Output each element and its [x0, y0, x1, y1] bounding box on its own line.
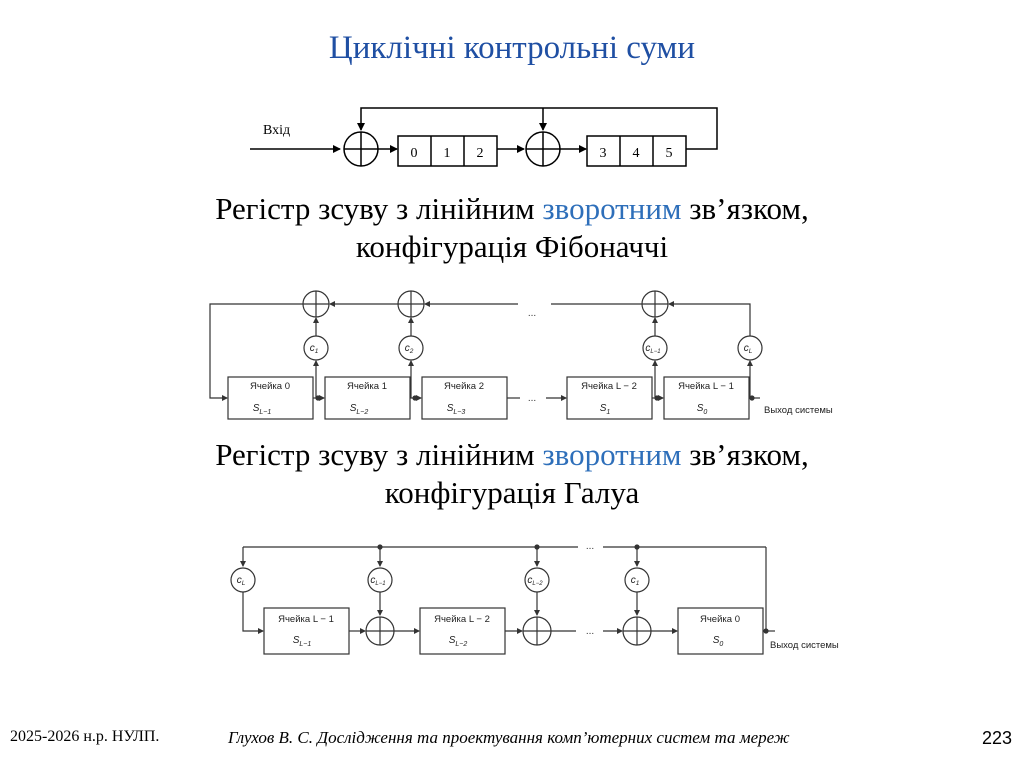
fib-coef-cl-label: cL	[744, 343, 753, 355]
fib-cell-lm1-name: Ячейка L − 1	[678, 381, 734, 392]
fib-cell-lm1-state: S0	[697, 403, 708, 416]
feedback-line	[357, 107, 718, 150]
fib-ellipsis-top: ...	[528, 308, 536, 319]
fib-cell-lm2-state: S1	[600, 403, 611, 416]
gal-cell-0-name: Ячейка 0	[700, 614, 740, 625]
fib-coef-c2-label: c2	[405, 343, 414, 355]
caption-galois: Регістр зсуву з лінійним зворотним зв’яз…	[0, 436, 1024, 512]
caption-text: зв’язком,	[681, 437, 809, 472]
caption-text: Регістр зсуву з лінійним	[215, 191, 543, 226]
register-cell-1: 1	[444, 146, 451, 161]
input-label: Вхід	[263, 123, 290, 138]
fib-cell-1-state: SL−2	[350, 403, 369, 416]
slide-title: Циклічні контрольні суми	[328, 30, 696, 66]
junction-dot	[534, 544, 540, 550]
lfsr-simple-diagram: Вхід 0 1 2 3 4 5	[250, 107, 718, 167]
gal-cell-lm2-state: SL−2	[449, 635, 468, 648]
fib-feedback-right	[668, 301, 751, 336]
fib-coef-c1-label: c1	[310, 343, 319, 355]
gal-cell-lm1-name: Ячейка L − 1	[278, 614, 334, 625]
caption-text: зв’язком,	[681, 191, 809, 226]
caption-text: Регістр зсуву з лінійним	[215, 437, 543, 472]
fib-feedback-left	[209, 303, 303, 401]
register-cell-4: 4	[633, 146, 640, 161]
register-cell-5: 5	[666, 146, 673, 161]
gal-ellipsis-bottom: ...	[586, 626, 594, 637]
footer-year: 2025-2026 н.р. НУЛП.	[10, 728, 160, 745]
fib-cell-2-state: SL−3	[447, 403, 466, 416]
fib-output-label: Выход системы	[764, 405, 833, 416]
fibonacci-diagram: Ячейка 0 Ячейка 1 Ячейка 2 Ячейка L − 2 …	[209, 290, 833, 420]
caption-highlight: зворотним	[542, 437, 682, 472]
gal-coef-cl1-label: cL−1	[370, 575, 385, 587]
register-block-a	[397, 135, 498, 167]
caption-fibonacci: Регістр зсуву з лінійним зворотним зв’яз…	[0, 190, 1024, 266]
fib-cell-2-name: Ячейка 2	[444, 381, 484, 392]
caption-highlight: зворотним	[542, 191, 682, 226]
gal-output-label: Выход системы	[770, 640, 839, 651]
fib-cell-lm2-name: Ячейка L − 2	[581, 381, 637, 392]
gal-cell-0-state: S0	[713, 635, 724, 648]
page-number: 223	[981, 728, 1012, 748]
register-cell-3: 3	[600, 146, 607, 161]
gal-ellipsis-top: ...	[586, 541, 594, 552]
caption-fibonacci-line1: Регістр зсуву з лінійним зворотним зв’яз…	[0, 190, 1024, 228]
fib-coef-cl1-label: cL−1	[645, 343, 660, 355]
caption-galois-line1: Регістр зсуву з лінійним зворотним зв’яз…	[0, 436, 1024, 474]
gal-cell-lm2-name: Ячейка L − 2	[434, 614, 490, 625]
junction-dot	[634, 544, 640, 550]
register-cell-0: 0	[411, 146, 418, 161]
fib-cell-0-state: SL−1	[253, 403, 272, 416]
gal-coef-c1-label: c1	[631, 575, 640, 587]
fib-cell-0-name: Ячейка 0	[250, 381, 290, 392]
caption-galois-line2: конфігурація Галуа	[384, 475, 640, 510]
fib-ellipsis-bottom: ...	[528, 393, 536, 404]
gal-coef-cl-label: cL	[237, 575, 246, 587]
register-cell-2: 2	[477, 146, 484, 161]
gal-coef-cl2-label: cL−2	[527, 575, 543, 587]
caption-fibonacci-line2: конфігурація Фібоначчі	[355, 229, 669, 264]
gal-cell-lm1-state: SL−1	[293, 635, 312, 648]
galois-diagram: ... cL cL−1 cL−2 c1	[230, 541, 839, 655]
fib-cell-1-name: Ячейка 1	[347, 381, 387, 392]
footer-author: Глухов В. С. Дослідження та проектування…	[228, 728, 790, 747]
register-block-b	[586, 135, 687, 167]
junction-dot	[412, 395, 418, 401]
gal-coef-to-cell	[242, 592, 264, 634]
junction-dot	[377, 544, 383, 550]
